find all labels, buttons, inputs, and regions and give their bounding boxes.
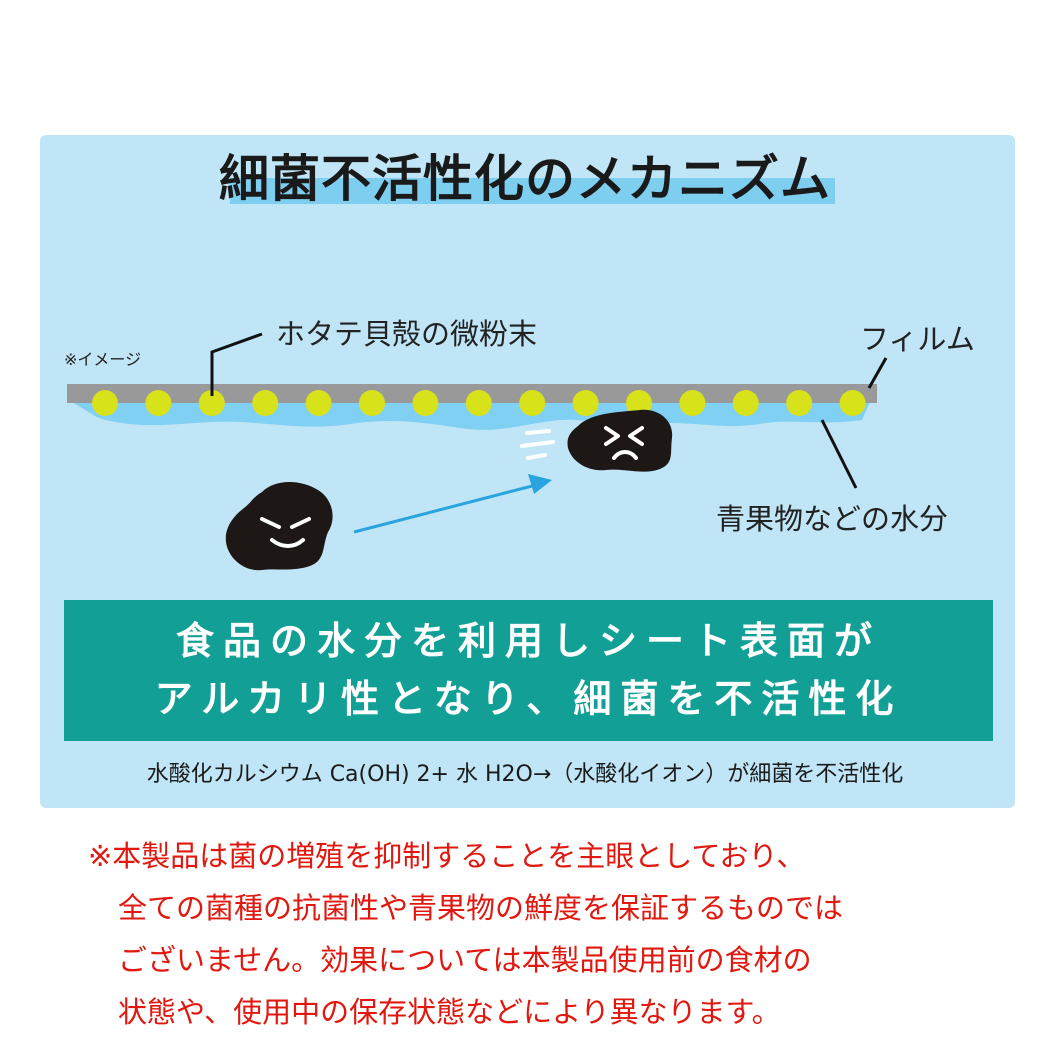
powder-particle bbox=[626, 390, 652, 416]
disclaimer: ※本製品は菌の増殖を抑制することを主眼としており、 全ての菌種の抗菌性や青果物の… bbox=[88, 830, 1038, 1038]
disclaimer-line-3: ございません。効果については本製品使用前の食材の bbox=[118, 943, 812, 977]
powder-label: ホタテ貝殻の微粉末 bbox=[276, 317, 538, 351]
page-title: 細菌不活性化のメカニズム bbox=[219, 150, 831, 208]
powder-particle bbox=[679, 390, 706, 416]
banner-line-2: アルカリ性となり、細菌を不活性化 bbox=[154, 677, 903, 721]
summary-banner: 食品の水分を利用しシート表面が アルカリ性となり、細菌を不活性化 bbox=[64, 600, 993, 741]
moisture-leader-line bbox=[820, 419, 858, 489]
powder-particle bbox=[305, 390, 332, 416]
film-label: フィルム bbox=[860, 322, 975, 356]
bacterium-angry-icon bbox=[225, 482, 333, 571]
powder-particle bbox=[359, 390, 385, 416]
banner-line-1: 食品の水分を利用しシート表面が bbox=[175, 619, 881, 663]
powder-particle bbox=[519, 390, 546, 416]
powder-particles bbox=[92, 390, 866, 416]
arrow-icon bbox=[353, 474, 552, 534]
disclaimer-line-1: ※本製品は菌の増殖を抑制することを主眼としており、 bbox=[88, 839, 806, 873]
motion-lines-icon bbox=[520, 429, 555, 460]
film-leader-line bbox=[867, 357, 888, 389]
chemical-formula: 水酸化カルシウム Ca(OH) 2+ 水 H2O→（水酸化イオン）が細菌を不活性… bbox=[146, 762, 904, 787]
powder-particle bbox=[786, 390, 813, 416]
powder-particle bbox=[198, 390, 225, 416]
powder-particle bbox=[465, 390, 492, 416]
bacterium-distressed-icon bbox=[567, 409, 673, 472]
powder-particle bbox=[92, 390, 118, 416]
powder-particle bbox=[839, 390, 866, 416]
powder-particle bbox=[252, 390, 279, 416]
moisture-label: 青果物などの水分 bbox=[716, 502, 949, 536]
powder-leader-line bbox=[210, 332, 263, 396]
title-wrap: 細菌不活性化のメカニズム bbox=[0, 148, 1050, 210]
image-note: ※イメージ bbox=[64, 350, 142, 369]
powder-particle bbox=[732, 390, 759, 416]
disclaimer-line-4: 状態や、使用中の保存状態などにより異なります。 bbox=[118, 995, 781, 1029]
disclaimer-line-2: 全ての菌種の抗菌性や青果物の鮮度を保証するものでは bbox=[118, 891, 844, 925]
powder-particle bbox=[145, 390, 172, 416]
title-highlight bbox=[230, 178, 835, 204]
powder-particle bbox=[412, 390, 439, 416]
powder-particle bbox=[572, 390, 599, 416]
